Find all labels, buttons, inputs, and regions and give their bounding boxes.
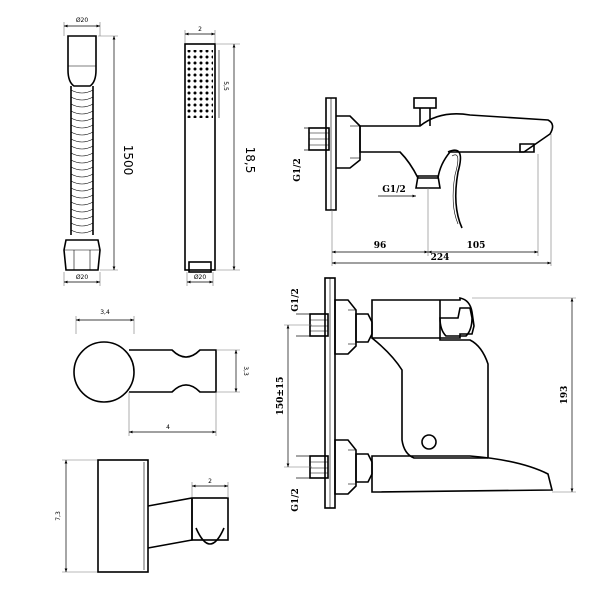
hose-top-connector xyxy=(67,35,97,87)
holder-side-width-label: 2 xyxy=(208,478,212,485)
holder-side-hook xyxy=(195,527,225,545)
shower-hose: Ø20 1500 Ø20 xyxy=(63,17,135,286)
holder-side-clamp xyxy=(191,497,229,541)
hand-shower-length-dimension: 18,5 xyxy=(215,43,257,271)
mixer-front-upper-inlet-callout: G1/2 xyxy=(291,288,310,337)
spray-nozzles xyxy=(187,50,213,118)
holder-height-label: 3,3 xyxy=(242,366,249,376)
hand-shower-connector xyxy=(188,261,212,273)
mixer-top-dim-left: 96 xyxy=(374,241,387,251)
mixer-top-view: G1/2 G1/2 96 105 224 xyxy=(293,97,554,266)
holder-side-height-label: 7,3 xyxy=(55,511,62,521)
holder-width-dimension: 3,4 xyxy=(75,309,135,334)
mixer-front-spout xyxy=(371,455,554,493)
mixer-front-view: G1/2 G1/2 150±15 193 xyxy=(276,277,576,512)
holder-side-wall-plate xyxy=(97,459,149,573)
mixer-front-body-upper xyxy=(371,297,475,339)
mixer-top-outlet-label: G1/2 xyxy=(382,185,406,195)
mixer-front-handle xyxy=(439,307,473,337)
hose-top-width-label: Ø20 xyxy=(76,17,89,24)
wall-holder-top-view: 3,4 3,3 4 xyxy=(73,309,249,436)
holder-side-height-dimension: 7,3 xyxy=(55,459,98,573)
hose-top-dimension: Ø20 xyxy=(63,17,101,36)
hose-corrugated-body xyxy=(70,86,94,235)
hose-bottom-width-label: Ø20 xyxy=(76,274,89,281)
hand-shower-body xyxy=(184,43,216,271)
holder-side-width-dimension: 2 xyxy=(191,478,229,498)
hand-shower-bottom-dimension: Ø20 xyxy=(186,272,214,286)
mixer-front-column xyxy=(439,300,489,458)
mixer-top-nut xyxy=(336,115,361,169)
mixer-top-shower-outlet xyxy=(413,97,437,109)
mixer-front-body-curve xyxy=(371,337,488,459)
mixer-front-upper-inlet xyxy=(309,299,373,355)
mixer-top-spout-tip xyxy=(519,143,535,153)
hose-length-label: 1500 xyxy=(121,145,135,176)
mixer-front-center-distance-label: 150±15 xyxy=(276,377,286,416)
spray-area-label: 5,5 xyxy=(222,81,229,91)
mixer-front-center-distance-dimension: 150±15 xyxy=(276,324,312,468)
holder-side-arm xyxy=(147,497,193,549)
holder-height-dimension: 3,3 xyxy=(216,349,249,393)
mixer-front-lower-inlet xyxy=(309,439,373,495)
mixer-top-dim-right: 105 xyxy=(467,241,486,251)
mixer-top-inlet-label: G1/2 xyxy=(293,158,303,182)
mixer-front-lower-inlet-label: G1/2 xyxy=(291,488,301,512)
mixer-top-dimensions: 96 105 224 xyxy=(331,134,552,266)
hose-length-dimension: 1500 xyxy=(98,35,135,271)
holder-wall-plate xyxy=(73,341,135,403)
upper-inlet-nut xyxy=(334,299,357,355)
hand-shower-bottom-width-label: Ø20 xyxy=(194,274,207,281)
mixer-front-aerator xyxy=(421,434,437,450)
mixer-top-diverter xyxy=(415,175,441,189)
holder-width-label: 3,4 xyxy=(100,309,110,316)
hose-bottom-dimension: Ø20 xyxy=(63,272,101,286)
holder-depth-dimension: 4 xyxy=(128,392,217,436)
hand-shower-top-width-label: 2 xyxy=(198,26,202,33)
mixer-front-height-dimension: 193 xyxy=(472,297,576,493)
mixer-top-body xyxy=(359,113,554,179)
spray-area-dimension: 5,5 xyxy=(218,50,229,118)
holder-depth-label: 4 xyxy=(166,424,170,431)
mixer-front-upper-inlet-label: G1/2 xyxy=(291,288,301,312)
hand-shower-top-dimension: 2 xyxy=(184,26,216,44)
mixer-top-dim-total: 224 xyxy=(431,253,450,263)
hand-shower: 2 5,5 18,5 Ø20 xyxy=(184,26,257,286)
hand-shower-length-label: 18,5 xyxy=(243,147,257,174)
mixer-front-lower-inlet-callout: G1/2 xyxy=(291,455,310,512)
mixer-front-height-label: 193 xyxy=(560,386,570,405)
mixer-top-wall-plate xyxy=(325,97,337,211)
mixer-top-outlet-callout: G1/2 xyxy=(378,185,416,198)
holder-arm xyxy=(129,349,217,393)
mixer-top-lever xyxy=(447,149,463,229)
hose-bottom-nut xyxy=(63,239,101,271)
wall-holder-side-view: 7,3 2 xyxy=(55,459,229,573)
lower-inlet-nut xyxy=(334,439,357,495)
mixer-top-inlet-callout: G1/2 xyxy=(293,127,309,182)
